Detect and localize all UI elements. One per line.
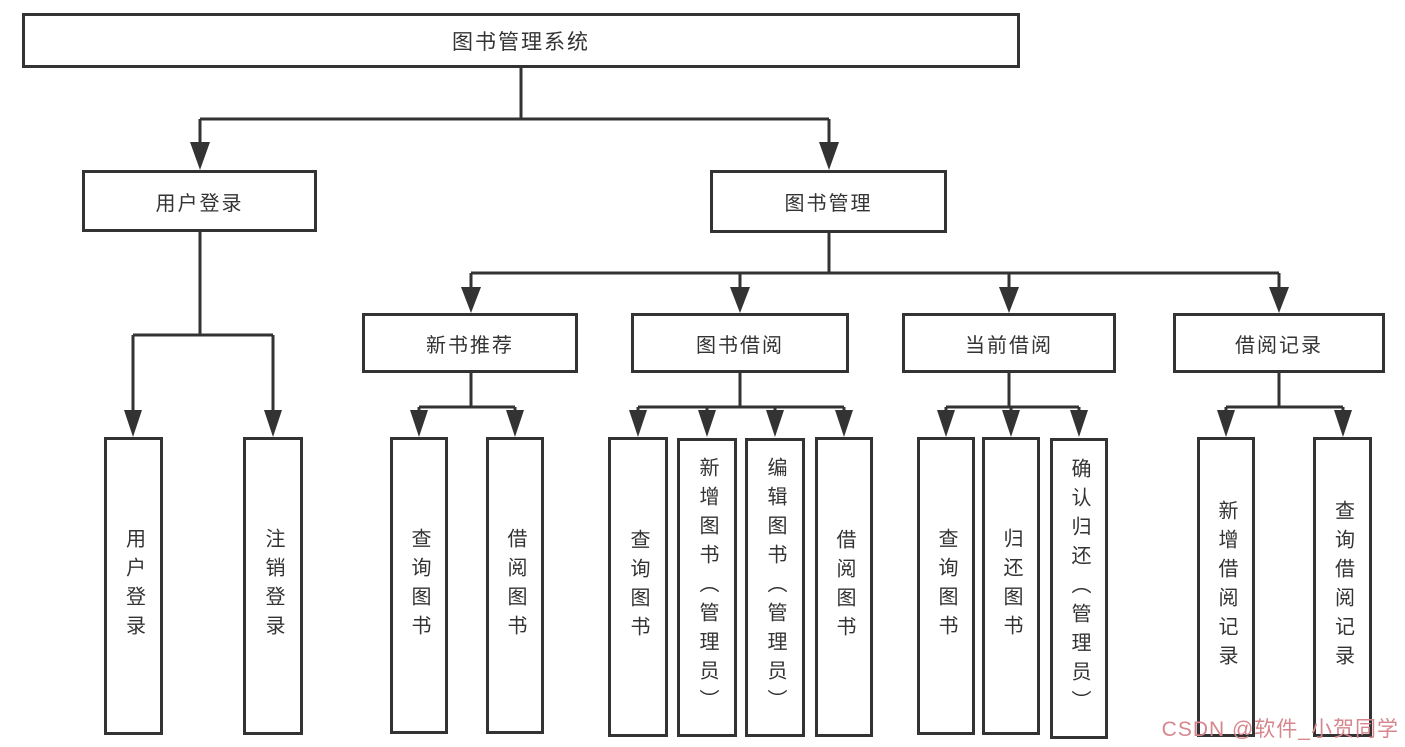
leaf-query-borrow-record-label: 查询借阅记录 [1331, 500, 1354, 674]
leaf-return-books-label: 归还图书 [1000, 528, 1022, 644]
node-root-label: 图书管理系统 [452, 30, 590, 54]
leaf-user-login: 用户登录 [104, 437, 163, 735]
node-user-login-label: 用户登录 [155, 192, 244, 215]
node-book-borrow: 图书借阅 [631, 313, 849, 373]
leaf-new-borrow-record: 新增借阅记录 [1197, 437, 1255, 737]
leaf-confirm-return-admin: 确认归还（管理员） [1050, 438, 1108, 739]
leaf-borrow-books-recommend-label: 借阅图书 [504, 527, 526, 644]
leaf-logout-label: 注销登录 [262, 528, 284, 644]
leaf-add-book-admin: 新增图书（管理员） [677, 438, 737, 737]
node-book-borrow-label: 图书借阅 [696, 334, 784, 357]
leaf-query-books-current: 查询图书 [917, 437, 975, 735]
leaf-borrow-books-recommend: 借阅图书 [486, 437, 544, 734]
leaf-return-books: 归还图书 [982, 437, 1040, 735]
node-current-borrow: 当前借阅 [902, 313, 1116, 373]
leaf-borrow-books-label: 借阅图书 [833, 529, 855, 645]
leaf-new-borrow-record-label: 新增借阅记录 [1215, 500, 1237, 674]
node-root: 图书管理系统 [22, 13, 1020, 68]
leaf-query-books-recommend-label: 查询图书 [408, 527, 430, 644]
leaf-query-books-borrow-label: 查询图书 [627, 529, 649, 645]
node-user-login: 用户登录 [82, 170, 317, 232]
node-new-book-recommend: 新书推荐 [362, 313, 578, 373]
leaf-query-books-current-label: 查询图书 [935, 528, 957, 644]
node-borrow-records-label: 借阅记录 [1235, 334, 1323, 357]
leaf-logout: 注销登录 [243, 437, 303, 735]
node-current-borrow-label: 当前借阅 [965, 334, 1053, 357]
node-book-mgmt-label: 图书管理 [784, 193, 873, 215]
leaf-confirm-return-admin-label: 确认归还（管理员） [1068, 458, 1090, 719]
leaf-query-borrow-record: 查询借阅记录 [1313, 437, 1372, 737]
leaf-user-login-label: 用户登录 [122, 528, 145, 644]
leaf-edit-book-admin: 编辑图书（管理员） [745, 438, 805, 737]
node-book-mgmt: 图书管理 [710, 170, 947, 233]
leaf-borrow-books: 借阅图书 [815, 437, 873, 737]
leaf-add-book-admin-label: 新增图书（管理员） [696, 457, 718, 718]
leaf-query-books-borrow: 查询图书 [608, 437, 668, 737]
node-new-book-recommend-label: 新书推荐 [426, 334, 514, 357]
leaf-edit-book-admin-label: 编辑图书（管理员） [764, 457, 786, 718]
leaf-query-books-recommend: 查询图书 [390, 437, 448, 734]
csdn-watermark: CSDN @软件_小贺同学 [1161, 718, 1399, 741]
node-borrow-records: 借阅记录 [1173, 313, 1385, 373]
